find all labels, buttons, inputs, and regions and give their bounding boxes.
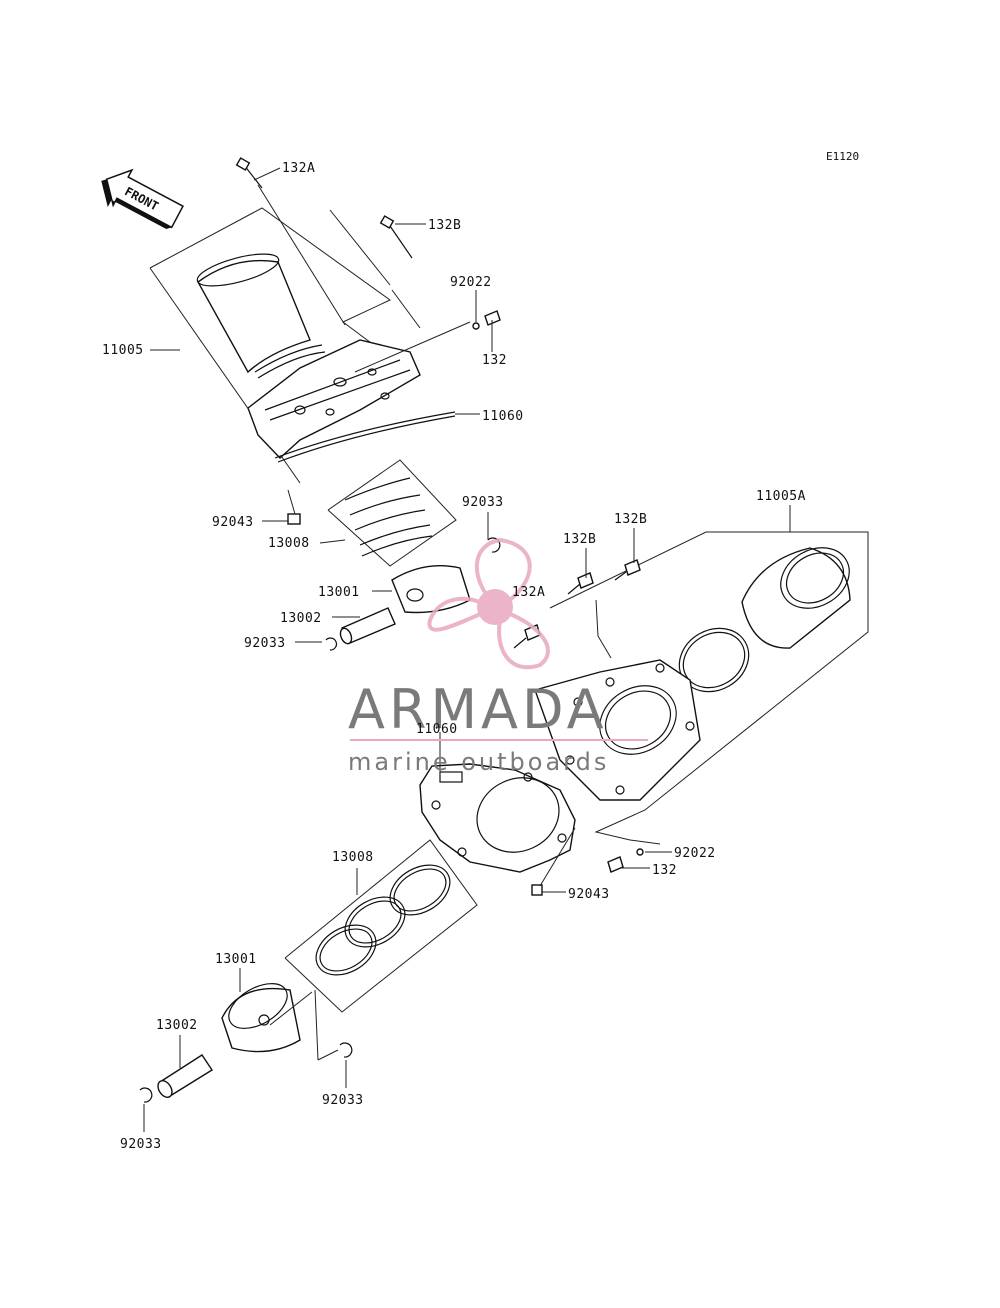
callout-13008-bottom: 13008 xyxy=(332,850,374,865)
callout-92022-top: 92022 xyxy=(450,275,492,290)
cylinder-block-upper xyxy=(247,321,471,459)
head-gasket-upper xyxy=(274,411,480,463)
propeller-logo-icon xyxy=(427,537,550,670)
washer-92022-bottom xyxy=(636,848,672,856)
callout-11060-bottom: 11060 xyxy=(416,722,458,737)
callout-92033-mid: 92033 xyxy=(462,495,504,510)
callout-92033-bottom: 92033 xyxy=(322,1093,364,1108)
callout-13001-bottom: 13001 xyxy=(215,952,257,967)
callout-11060-top: 11060 xyxy=(482,409,524,424)
callout-132b-top: 132B xyxy=(428,218,461,233)
cylinder-block-rear xyxy=(534,659,701,801)
front-arrow-icon: FRONT xyxy=(101,168,184,230)
head-gasket-lower xyxy=(419,732,576,873)
watermark-tagline: marine outboards xyxy=(348,748,609,776)
callout-13001-top: 13001 xyxy=(318,585,360,600)
circlip-92033-bottom xyxy=(314,989,353,1088)
piston-pin-lower xyxy=(157,1035,213,1098)
circlip-92033-mid xyxy=(487,512,501,553)
bolt-132b-top xyxy=(379,215,426,259)
callout-132b-right: 132B xyxy=(614,512,647,527)
callout-11005a: 11005A xyxy=(756,489,806,504)
callout-132b-mid: 132B xyxy=(563,532,596,547)
callout-92022-bottom: 92022 xyxy=(674,846,716,861)
circlip-92033-left xyxy=(295,637,338,651)
bolt-132-bottom xyxy=(607,856,650,873)
piston-rings-upper xyxy=(344,477,433,557)
cylinder-sleeve-rear xyxy=(741,547,851,649)
callout-132a-mid: 132A xyxy=(512,585,545,600)
callout-132-bottom: 132 xyxy=(652,863,677,878)
bolt-132-top xyxy=(484,310,501,352)
callout-11005: 11005 xyxy=(102,343,144,358)
bolt-132b-right xyxy=(614,528,641,581)
dowel-92043-bottom xyxy=(531,884,566,896)
piston-pin-upper xyxy=(332,607,396,645)
bolt-132b-mid xyxy=(567,548,594,595)
callout-92033-bottom-left: 92033 xyxy=(120,1137,162,1152)
callout-132a-top: 132A xyxy=(282,161,315,176)
callout-13002-bottom: 13002 xyxy=(156,1018,198,1033)
piston-lower xyxy=(221,968,313,1053)
armada-watermark: ARMADA marine outboards xyxy=(348,537,648,776)
callout-13008-top: 13008 xyxy=(268,536,310,551)
cylinder-sleeve-upper xyxy=(196,253,326,379)
callout-92043-left: 92043 xyxy=(212,515,254,530)
dowel-92043-left xyxy=(262,489,301,525)
diagram-code: E1120 xyxy=(826,150,859,163)
piston-upper xyxy=(372,565,471,614)
callout-132-top: 132 xyxy=(482,353,507,368)
callout-92043-bottom: 92043 xyxy=(568,887,610,902)
watermark-brand: ARMADA xyxy=(348,678,608,741)
callout-13002-top: 13002 xyxy=(280,611,322,626)
piston-rings-lower xyxy=(315,864,451,976)
washer-92022-top xyxy=(472,290,480,330)
bolt-132a-top xyxy=(235,157,346,326)
callout-92033-left: 92033 xyxy=(244,636,286,651)
circlip-92033-bottom-left xyxy=(139,1087,153,1132)
